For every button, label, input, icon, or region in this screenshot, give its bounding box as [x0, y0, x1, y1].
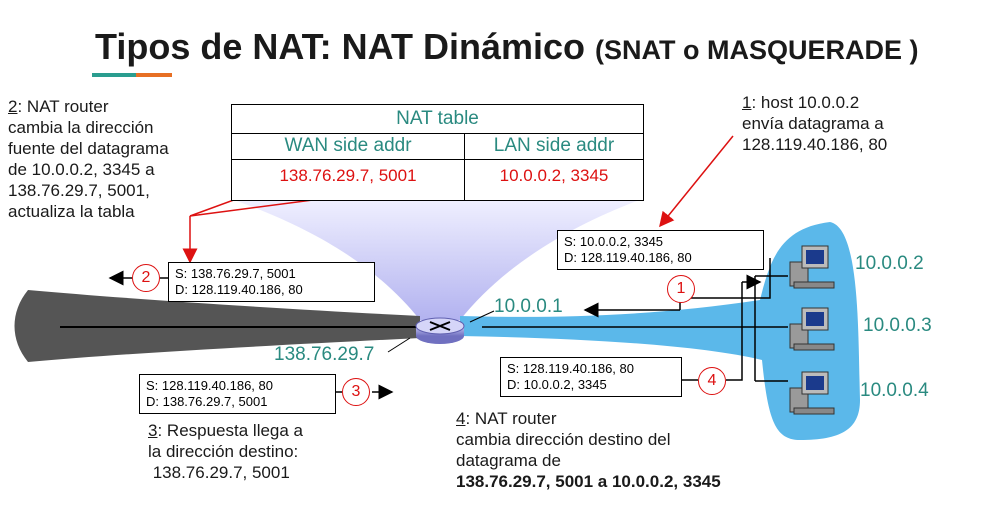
title-sub: (SNAT o MASQUERADE ) [595, 35, 919, 65]
nat-header-lan: LAN side addr [465, 133, 643, 160]
step1-text: 1: host 10.0.0.2 envía datagrama a 128.1… [742, 92, 887, 155]
step1-num: 1 [742, 93, 752, 112]
nat-header-wan: WAN side addr [232, 133, 464, 160]
step4-line2: cambia dirección destino del [456, 430, 671, 449]
host-icon-3 [789, 371, 835, 415]
router-wan-ip: 138.76.29.7 [274, 344, 375, 365]
step3-line2: la dirección destino: [148, 442, 299, 461]
page-title: Tipos de NAT: NAT Dinámico (SNAT o MASQU… [95, 26, 919, 68]
nat-cell-lan: 10.0.0.2, 3345 [499, 166, 609, 185]
step-circle-4: 4 [698, 367, 726, 395]
nat-table-cone [231, 199, 642, 320]
nat-table: NAT table WAN side addr LAN side addr 13… [231, 104, 644, 201]
step2-line6: actualiza la tabla [8, 202, 135, 221]
host-icon-2 [789, 307, 835, 351]
host3-ip: 10.0.0.4 [860, 380, 929, 401]
step4-line1: : NAT router [465, 409, 557, 428]
packet-1-dst: D: 128.119.40.186, 80 [564, 250, 692, 265]
packet-2-src: S: 138.76.29.7, 5001 [175, 266, 296, 281]
step-circle-3: 3 [342, 378, 370, 406]
host2-ip: 10.0.0.3 [863, 315, 932, 336]
title-underline-orange [136, 73, 172, 77]
nat-table-title: NAT table [232, 105, 643, 134]
step1-line3: 128.119.40.186, 80 [742, 135, 888, 154]
step-circle-1: 1 [667, 275, 695, 303]
packet-2-dst: D: 128.119.40.186, 80 [175, 282, 303, 297]
step2-text: 2: NAT router cambia la dirección fuente… [8, 96, 169, 222]
packet-3-src: S: 128.119.40.186, 80 [146, 378, 273, 393]
packet-4-dst: D: 10.0.0.2, 3345 [507, 377, 607, 392]
step1-line1: : host 10.0.0.2 [751, 93, 860, 112]
step2-line5: 138.76.29.7, 5001, [8, 181, 150, 200]
step1-line2: envía datagrama a [742, 114, 884, 133]
step2-line3: fuente del datagrama [8, 139, 169, 158]
step2-line1: : NAT router [17, 97, 109, 116]
host1-ip: 10.0.0.2 [855, 253, 924, 274]
step-circle-2: 2 [132, 264, 160, 292]
step2-line2: cambia la dirección [8, 118, 154, 137]
step3-line3: 138.76.29.7, 5001 [148, 463, 290, 482]
title-underline-teal [92, 73, 136, 77]
packet-3-dst: D: 138.76.29.7, 5001 [146, 394, 268, 409]
step4-line3: datagrama de [456, 451, 561, 470]
step3-num: 3 [148, 421, 158, 440]
step3-line1: : Respuesta llega a [157, 421, 304, 440]
title-main: Tipos de NAT: NAT Dinámico [95, 26, 586, 67]
step2-line4: de 10.0.0.2, 3345 a [8, 160, 155, 179]
packet-2: S: 138.76.29.7, 5001 D: 128.119.40.186, … [168, 262, 375, 302]
packet-1: S: 10.0.0.2, 3345 D: 128.119.40.186, 80 [557, 230, 764, 270]
nat-cell-wan: 138.76.29.7, 5001 [279, 166, 417, 185]
packet-3: S: 128.119.40.186, 80 D: 138.76.29.7, 50… [139, 374, 336, 414]
nat-table-divider [464, 133, 465, 200]
packet-4-src: S: 128.119.40.186, 80 [507, 361, 634, 376]
router-lan-ip: 10.0.0.1 [494, 296, 563, 317]
step3-text: 3: Respuesta llega a la dirección destin… [148, 420, 303, 483]
step4-text: 4: NAT router cambia dirección destino d… [456, 408, 721, 492]
lan-region [460, 222, 860, 440]
step4-bold-line: 138.76.29.7, 5001 a 10.0.0.2, 3345 [456, 472, 721, 491]
host-icon-1 [789, 245, 835, 289]
router-icon [415, 317, 465, 344]
step4-num: 4 [456, 409, 466, 428]
packet-4: S: 128.119.40.186, 80 D: 10.0.0.2, 3345 [500, 357, 682, 397]
packet-1-src: S: 10.0.0.2, 3345 [564, 234, 664, 249]
step2-num: 2 [8, 97, 18, 116]
